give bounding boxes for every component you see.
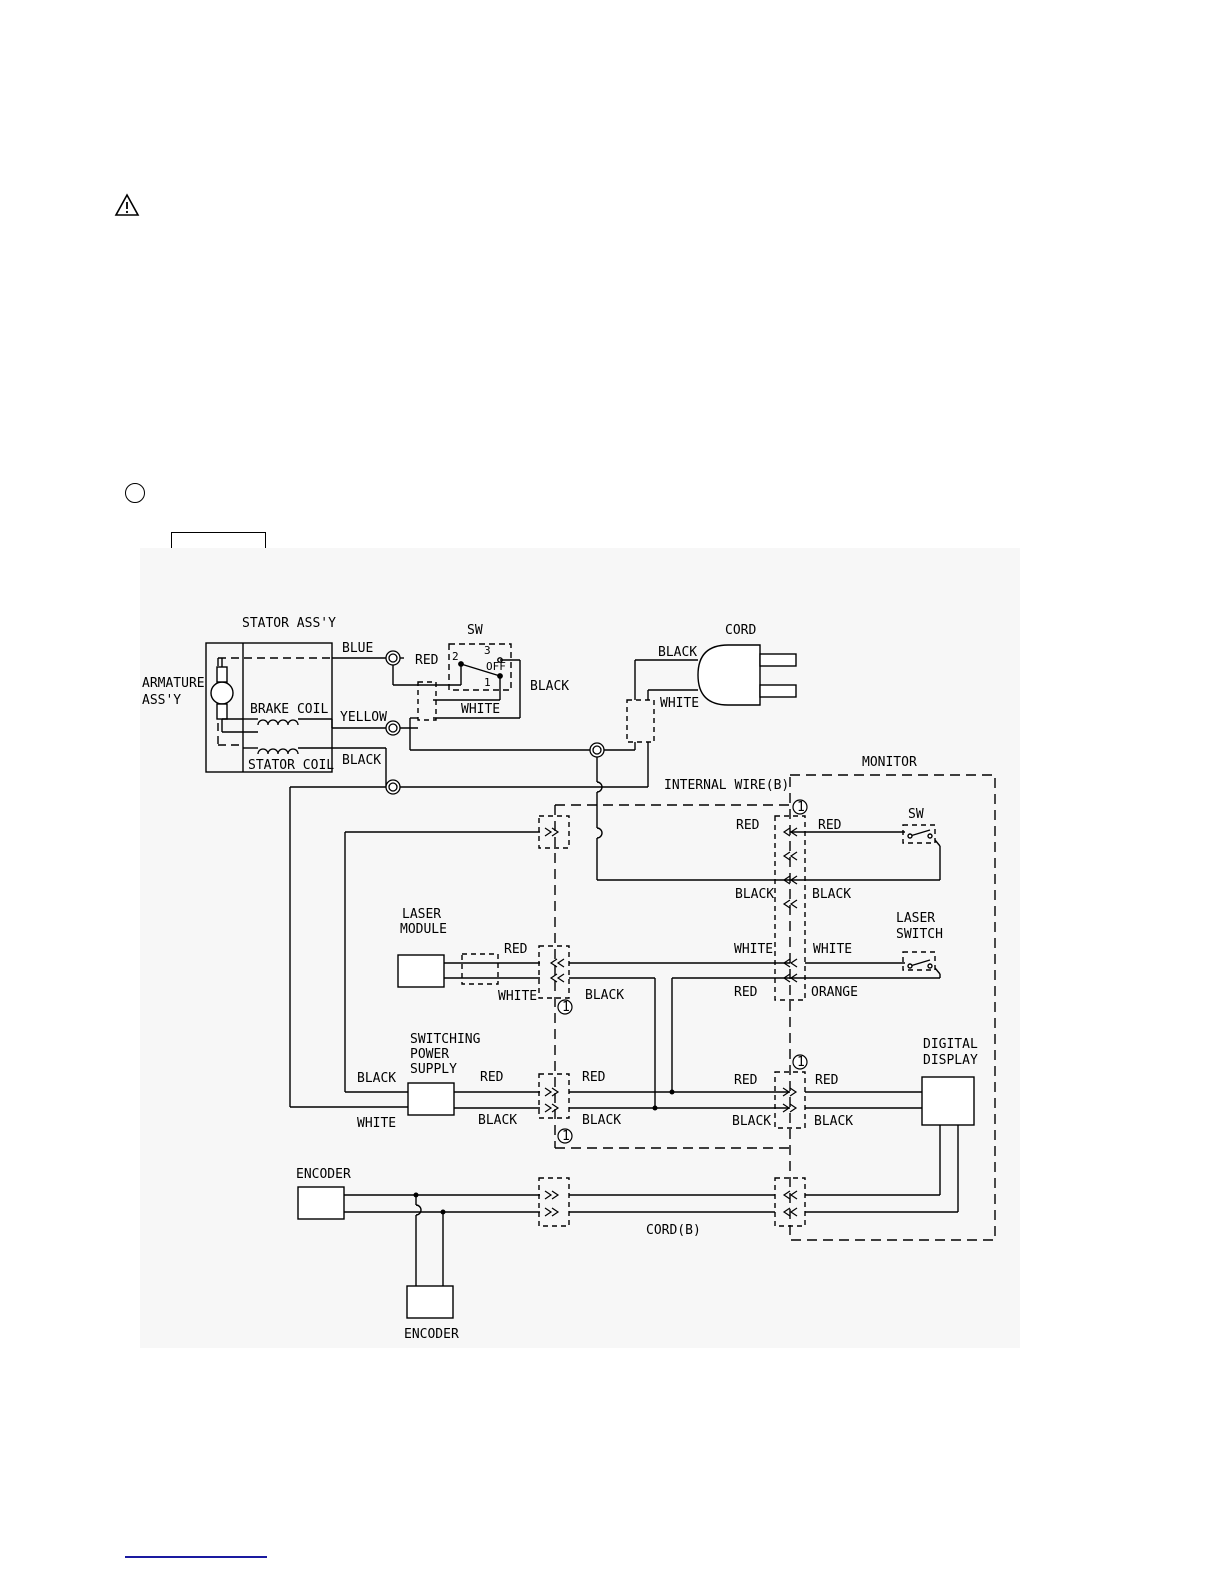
laser-switch-label-line2: SWITCH xyxy=(896,927,943,942)
switch-pos-2: 2 xyxy=(452,650,459,663)
switching-label-line3: SUPPLY xyxy=(410,1062,457,1077)
stator-coil-icon xyxy=(257,748,299,755)
armature-label-line2: ASS'Y xyxy=(142,693,181,708)
cord-label: CORD xyxy=(725,623,756,638)
wire-label-black-power-left: BLACK xyxy=(357,1071,396,1086)
cord-b-label: CORD(B) xyxy=(646,1223,701,1238)
circle-marker xyxy=(125,483,145,503)
armature-label-line1: ARMATURE xyxy=(142,676,205,691)
wire-label-black-display-left: BLACK xyxy=(732,1114,771,1129)
monitor-label: MONITOR xyxy=(862,755,917,770)
wire-label-black-sw-right: BLACK xyxy=(812,887,851,902)
internal-wire-label: INTERNAL WIRE(B) xyxy=(664,778,789,793)
wire-label-black-laser: BLACK xyxy=(585,988,624,1003)
footer-link-underline xyxy=(125,1556,267,1558)
wire-label-white-laser-mid: WHITE xyxy=(734,942,773,957)
wire-label-white-laser-right: WHITE xyxy=(813,942,852,957)
laser-module-label-line1: LASER xyxy=(402,907,441,922)
encoder-top-box xyxy=(297,1186,345,1220)
ground-mark-power: 1 xyxy=(562,1129,570,1144)
wire-label-red-switch: RED xyxy=(415,653,439,668)
armature-motor-icon xyxy=(210,681,234,705)
terminal-black xyxy=(385,779,401,795)
wire-label-black-display-right: BLACK xyxy=(814,1114,853,1129)
wire-label-red-sw-right: RED xyxy=(818,818,842,833)
brake-coil-label: BRAKE COIL xyxy=(250,702,328,717)
wire-label-white-power: WHITE xyxy=(357,1116,396,1131)
terminal-cord-white xyxy=(589,742,605,758)
stator-assy-label: STATOR ASS'Y xyxy=(242,616,336,631)
switch-label: SW xyxy=(467,623,483,638)
wire-label-orange: ORANGE xyxy=(811,985,858,1000)
wire-label-black-power-mid: BLACK xyxy=(582,1113,621,1128)
monitor-enclosure xyxy=(789,774,996,1241)
wire-label-white-laser-left: WHITE xyxy=(498,989,537,1004)
switch-pos-1: 1 xyxy=(484,676,491,689)
wire-label-red-power-mid: RED xyxy=(582,1070,606,1085)
laser-module-box xyxy=(397,954,445,988)
warning-icon xyxy=(114,193,140,216)
switching-label-line2: POWER xyxy=(410,1047,449,1062)
switching-label-line1: SWITCHING xyxy=(410,1032,481,1047)
digital-display-box xyxy=(921,1076,975,1126)
switch-off-label: OFF xyxy=(486,660,506,673)
power-plug-icon xyxy=(697,644,761,706)
laser-switch-label-line1: LASER xyxy=(896,911,935,926)
terminal-blue xyxy=(385,650,401,666)
wire-label-white-switch: WHITE xyxy=(461,702,500,717)
wire-label-red-laser-right: RED xyxy=(734,985,758,1000)
ground-mark-laser: 1 xyxy=(562,1000,570,1015)
wire-label-yellow: YELLOW xyxy=(340,710,387,725)
encoder-bottom-label: ENCODER xyxy=(404,1327,459,1342)
ground-mark-monitor-top: 1 xyxy=(797,800,805,815)
laser-module-label-line2: MODULE xyxy=(400,922,447,937)
switch-pos-3: 3 xyxy=(484,644,491,657)
wire-label-black-power: BLACK xyxy=(478,1113,517,1128)
wire-label-red-laser: RED xyxy=(504,942,528,957)
wire-label-red-display-right: RED xyxy=(815,1073,839,1088)
main-switch-box xyxy=(448,643,512,691)
monitor-sw-label: SW xyxy=(908,807,924,822)
diagram-background xyxy=(140,548,1020,1348)
terminal-yellow xyxy=(385,720,401,736)
stator-coil-label: STATOR COIL xyxy=(248,758,334,773)
wire-label-red-power: RED xyxy=(480,1070,504,1085)
brake-coil-icon xyxy=(257,719,299,726)
wire-label-red-sw-left: RED xyxy=(736,818,760,833)
ground-mark-display: 1 xyxy=(797,1055,805,1070)
wire-label-black-switch: BLACK xyxy=(530,679,569,694)
digital-display-label-line2: DISPLAY xyxy=(923,1053,978,1068)
switching-power-supply-box xyxy=(407,1082,455,1116)
wire-label-black-sw-left: BLACK xyxy=(735,887,774,902)
encoder-bottom-box xyxy=(406,1285,454,1319)
digital-display-label-line1: DIGITAL xyxy=(923,1037,978,1052)
stator-assembly-box xyxy=(205,642,333,773)
wire-label-white-cord: WHITE xyxy=(660,696,699,711)
wire-label-blue: BLUE xyxy=(342,641,373,656)
wire-label-black-motor: BLACK xyxy=(342,753,381,768)
wire-label-black-cord: BLACK xyxy=(658,645,697,660)
encoder-top-label: ENCODER xyxy=(296,1167,351,1182)
wire-label-red-display-left: RED xyxy=(734,1073,758,1088)
